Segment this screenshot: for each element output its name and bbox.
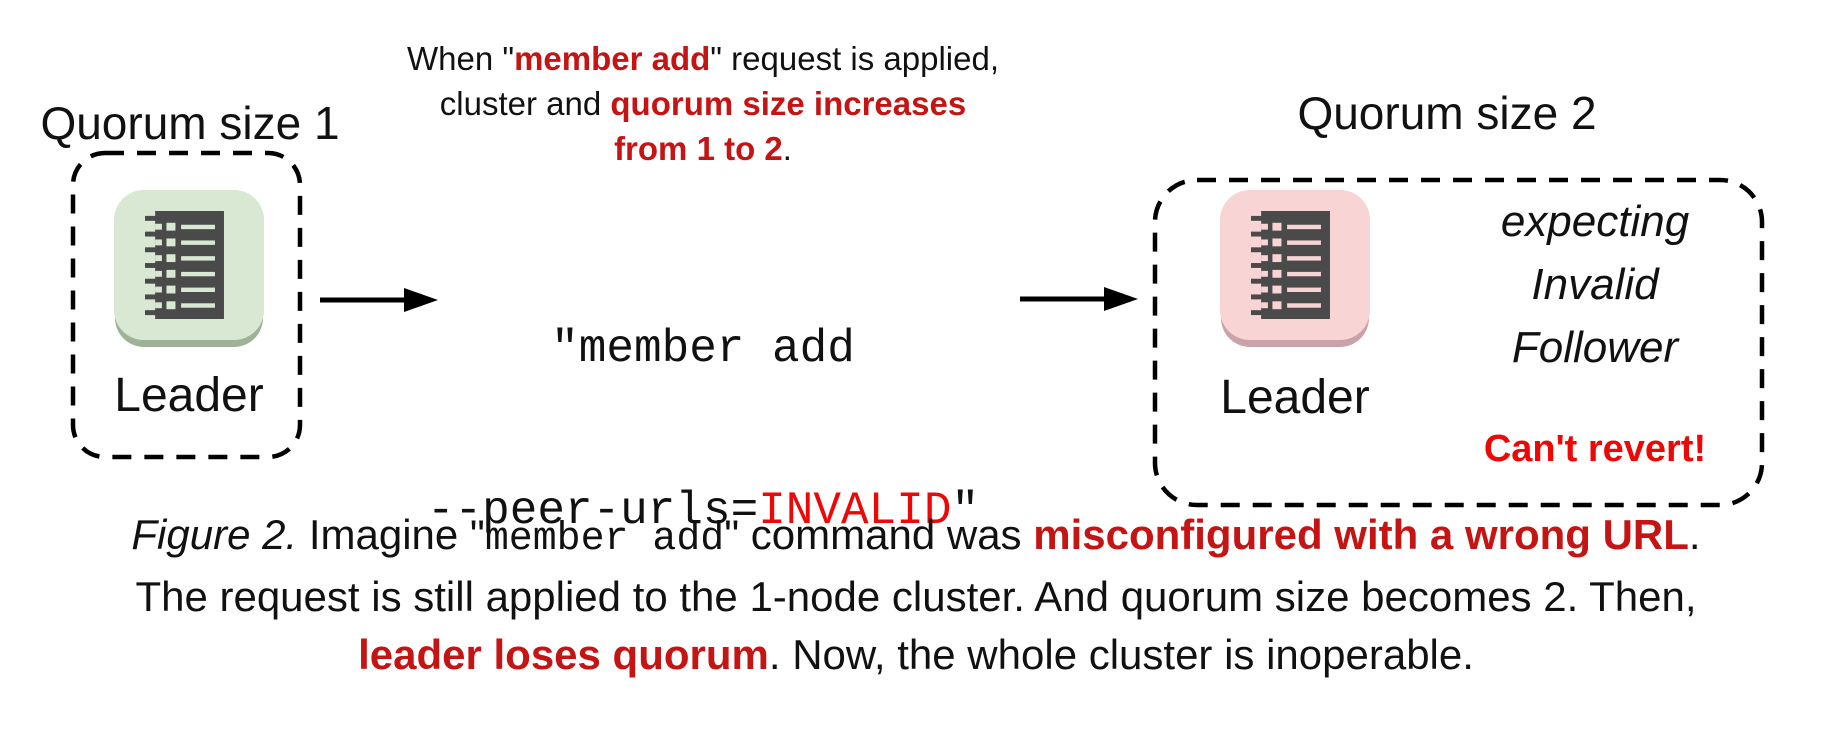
expectation-line-3: Follower <box>1511 323 1679 372</box>
member-list-icon <box>1251 211 1330 319</box>
left-cluster-title: Quorum size 1 <box>40 97 340 149</box>
leader-node-icon-green <box>114 190 264 340</box>
caption-line-2: The request is still applied to the 1-no… <box>135 573 1697 620</box>
annotation-line-1: When "member add" request is applied, <box>406 40 1000 77</box>
figure-caption: Figure 2. Imagine "member add" command w… <box>0 506 1832 684</box>
caption-line-3: leader loses quorum. Now, the whole clus… <box>358 631 1474 678</box>
right-cluster-dashed-box <box>1152 177 1765 508</box>
annotation-line-3: from 1 to 2. <box>614 130 792 167</box>
left-cluster-dashed-box <box>70 150 303 460</box>
cant-revert-warning: Can't revert! <box>1483 428 1707 470</box>
command-line-1: "member add <box>551 323 855 375</box>
leader-node-icon-pink <box>1220 190 1370 340</box>
member-list-icon <box>145 211 224 319</box>
cluster-change-annotation: When "member add" request is applied, cl… <box>378 36 1028 171</box>
annotation-line-2: cluster and quorum size increases <box>439 85 967 122</box>
member-add-command: "member add --peer-urls=INVALID" <box>378 214 1028 646</box>
expectation-text: expecting Invalid Follower <box>1405 190 1785 379</box>
expectation-line-1: expecting <box>1500 197 1690 246</box>
right-cluster-title: Quorum size 2 <box>1297 87 1597 139</box>
right-leader-label: Leader <box>1220 371 1370 424</box>
left-leader-label: Leader <box>114 369 264 422</box>
flow-arrow-left-icon <box>320 288 438 312</box>
caption-line-1: Figure 2. Imagine "member add" command w… <box>131 511 1701 561</box>
expectation-line-2: Invalid <box>1531 260 1659 309</box>
flow-arrow-right-icon <box>1020 287 1138 311</box>
command-line-2: --peer-urls=INVALID" <box>426 485 980 537</box>
